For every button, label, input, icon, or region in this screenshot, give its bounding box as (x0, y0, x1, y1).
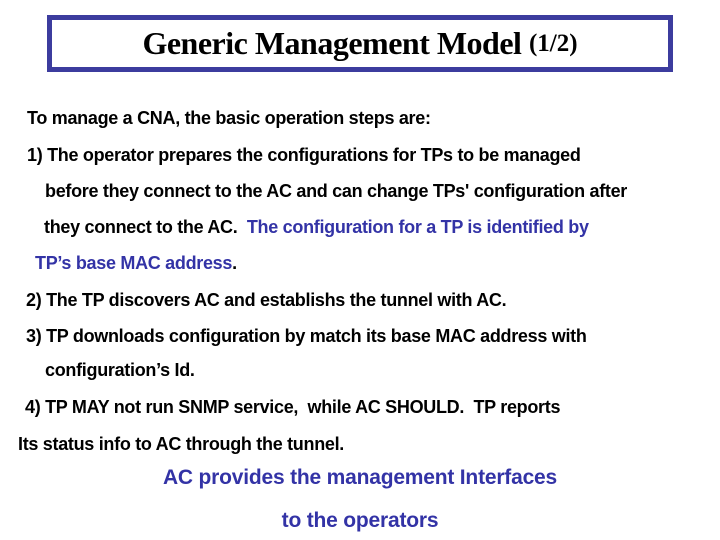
body-line-step1-3-black: they connect to the AC. (44, 217, 247, 237)
body-line-step1-3-highlight: The configuration for a TP is identified… (246, 217, 589, 237)
body-line-step1-3: they connect to the AC. The configuratio… (44, 216, 589, 239)
body-line-step4-1: 4) TP MAY not run SNMP service, while AC… (25, 397, 561, 417)
footer-line-2: to the operators (281, 509, 439, 532)
body-line-step3-1: 3) TP downloads configuration by match i… (26, 326, 587, 346)
footer-line-1: AC provides the management Interfaces (162, 466, 558, 489)
slide-title: Generic Management Model (142, 25, 529, 61)
title-box: Generic Management Model (1/2) (47, 15, 673, 72)
body-line-step1-2: before they connect to the AC and can ch… (45, 181, 627, 201)
body-line-step1-4-period: . (232, 253, 237, 273)
body-line-step1-1: 1) The operator prepares the configurati… (27, 145, 581, 165)
slide-title-page-indicator: (1/2) (528, 29, 578, 57)
body-line-step3-2: configuration’s Id. (45, 360, 195, 380)
body-line-step2: 2) The TP discovers AC and establishs th… (26, 290, 507, 310)
body-line-step1-4: TP’s base MAC address. (35, 252, 237, 275)
body-line-step4-2: Its status info to AC through the tunnel… (18, 434, 345, 454)
body-line-intro: To manage a CNA, the basic operation ste… (27, 108, 431, 128)
body-line-step1-4-highlight: TP’s base MAC address (35, 253, 233, 273)
